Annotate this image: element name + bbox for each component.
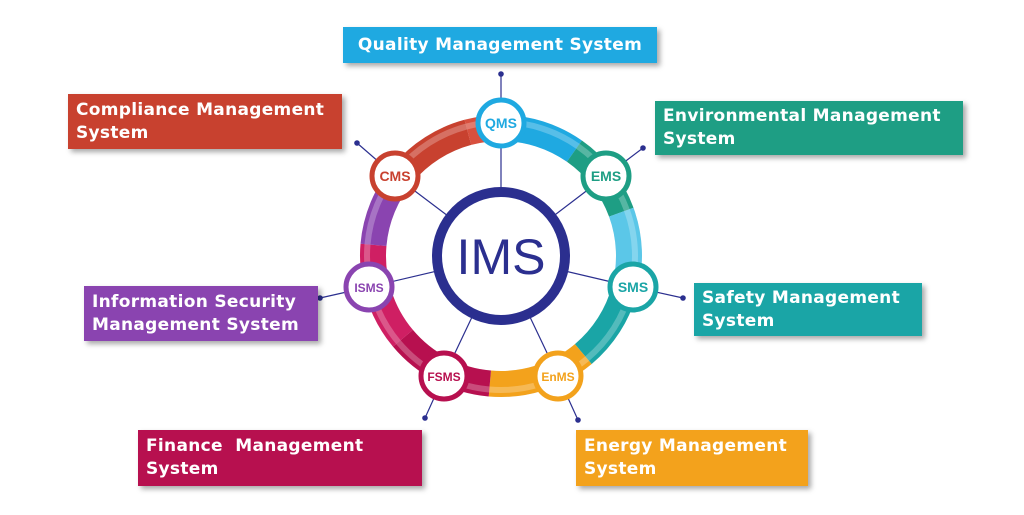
isms-label-line: Information Security <box>92 291 297 312</box>
ems-label-line: System <box>663 129 736 149</box>
cms-connector-dot <box>354 140 360 146</box>
fsms-node-circle <box>418 350 470 402</box>
enms-node-circle <box>532 350 584 402</box>
qms-label-line: Quality Management System <box>357 34 643 55</box>
enms-label-line: System <box>584 459 657 479</box>
fsms-label-line: Finance Management <box>146 436 364 456</box>
enms-node-abbr: EnMS <box>541 370 574 384</box>
sms-node-abbr: SMS <box>618 279 648 295</box>
sms-node: SMS <box>607 261 659 313</box>
fsms-node-abbr: FSMS <box>427 370 460 384</box>
isms-node-abbr: ISMS <box>354 281 383 295</box>
sms-connector-dot <box>680 295 686 301</box>
cms-node: CMS <box>369 150 421 202</box>
sms-label-line: Safety Management <box>702 287 901 308</box>
center-label: IMS <box>457 229 546 285</box>
ems-label-line: Environmental Management <box>663 106 941 126</box>
ems-connector-dot <box>640 145 646 151</box>
center-hub: IMS <box>432 187 570 325</box>
enms-node: EnMS <box>532 350 584 402</box>
cms-label-line: Compliance Management <box>76 99 325 120</box>
qms-label-title: Quality Management System <box>358 34 642 57</box>
fsms-connector-dot <box>422 415 428 421</box>
system-nodes: QMS EMS SMS EnMS FSMS ISMS CMS <box>343 97 659 402</box>
qms-node-circle <box>475 97 527 149</box>
center-circle <box>432 187 570 325</box>
cms-node-abbr: CMS <box>379 168 410 184</box>
enms-connector-dot <box>575 417 581 423</box>
qms-node: QMS <box>475 97 527 149</box>
isms-connector-dot <box>317 295 323 301</box>
qms-label-box: Quality Management System <box>343 27 657 63</box>
ems-node-abbr: EMS <box>591 168 621 184</box>
cms-node-circle <box>369 150 421 202</box>
isms-label-line: Management System <box>92 314 299 335</box>
cms-label-line: System <box>76 122 149 143</box>
sms-label-line: System <box>702 310 775 331</box>
enms-label-line: Energy Management <box>584 436 788 456</box>
qms-node-abbr: QMS <box>485 115 517 131</box>
fsms-node: FSMS <box>418 350 470 402</box>
qms-connector-dot <box>498 71 504 77</box>
sms-node-circle <box>607 261 659 313</box>
isms-node-circle <box>343 261 395 313</box>
isms-node: ISMS <box>343 261 395 313</box>
ems-node-circle <box>580 150 632 202</box>
ems-node: EMS <box>580 150 632 202</box>
fsms-label-line: System <box>146 459 219 479</box>
